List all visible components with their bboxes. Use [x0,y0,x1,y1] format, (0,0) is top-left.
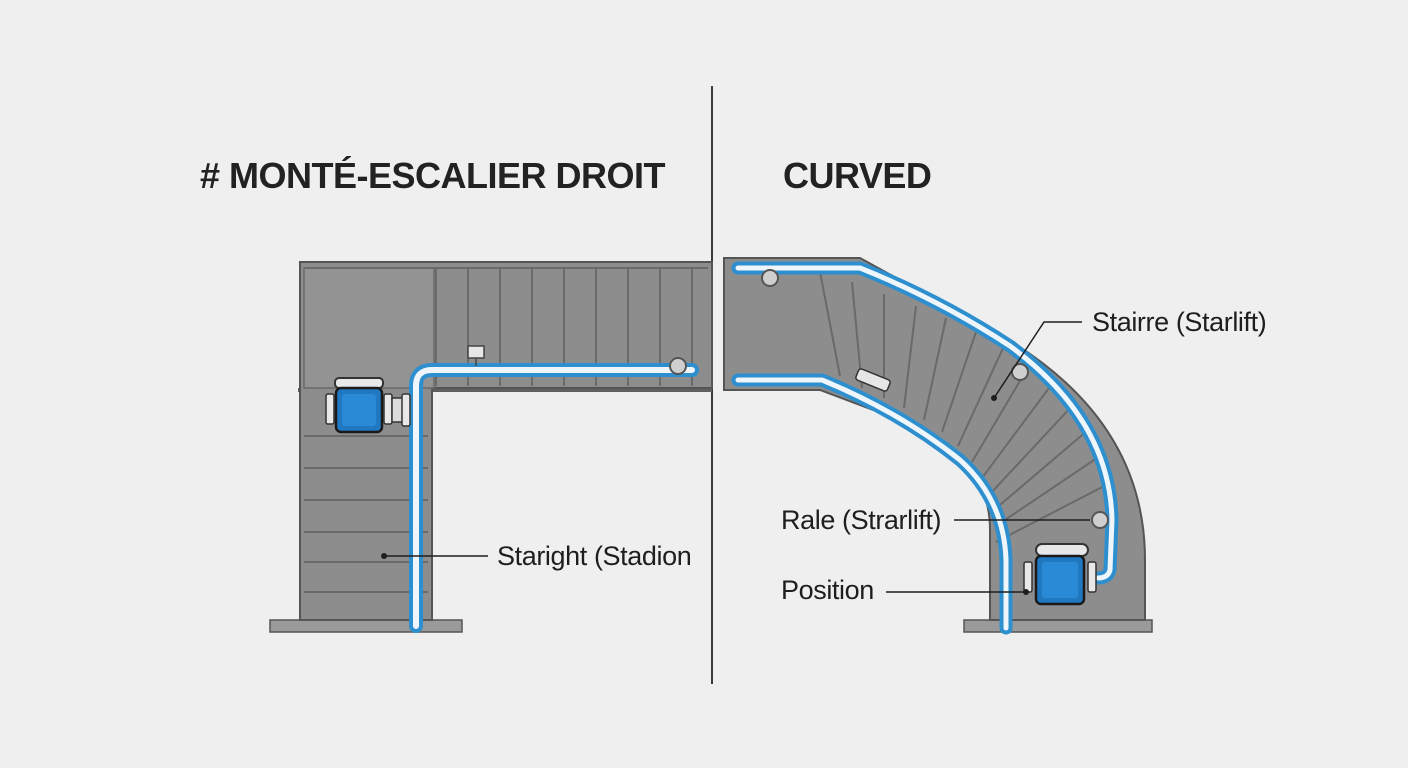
left-panel-title: # MONTÉ-ESCALIER DROIT [200,155,666,196]
curved-stairlift-chair-icon [1023,543,1097,606]
stairre-label: Stairre (Starlift) [1092,307,1266,337]
vertical-flight-treads [304,435,428,593]
rail-end-cap-icon [669,357,687,375]
curved-rail-cap-icon [761,269,779,287]
straight-rail-label: Staright (Stadion [497,541,691,571]
straight-staircase: Staright (Stadion [269,261,713,633]
straight-rail-core [413,367,695,629]
rale-label: Rale (Strarlift) [781,505,941,535]
upper-floor-line [298,388,712,392]
right-panel-title: CURVED [783,155,931,196]
curved-rail-outer-core [735,265,1115,581]
curved-rail-bolt-icon [1091,511,1109,529]
stairlift-chair-icon [325,377,411,434]
rail-bracket-icon [467,345,485,359]
curved-rail-bracket-icon [855,368,891,392]
landing-block [303,267,435,389]
stairre-callout-line [993,321,1082,399]
position-label: Position [781,575,874,605]
straight-rail-outline [409,363,699,633]
curved-staircase: Stairre (Starlift) Rale (Strarlift) Posi… [723,257,1267,635]
left-floor-slab [269,619,463,633]
curved-rail-inner-core [735,377,1009,631]
right-floor-slab [963,619,1153,633]
